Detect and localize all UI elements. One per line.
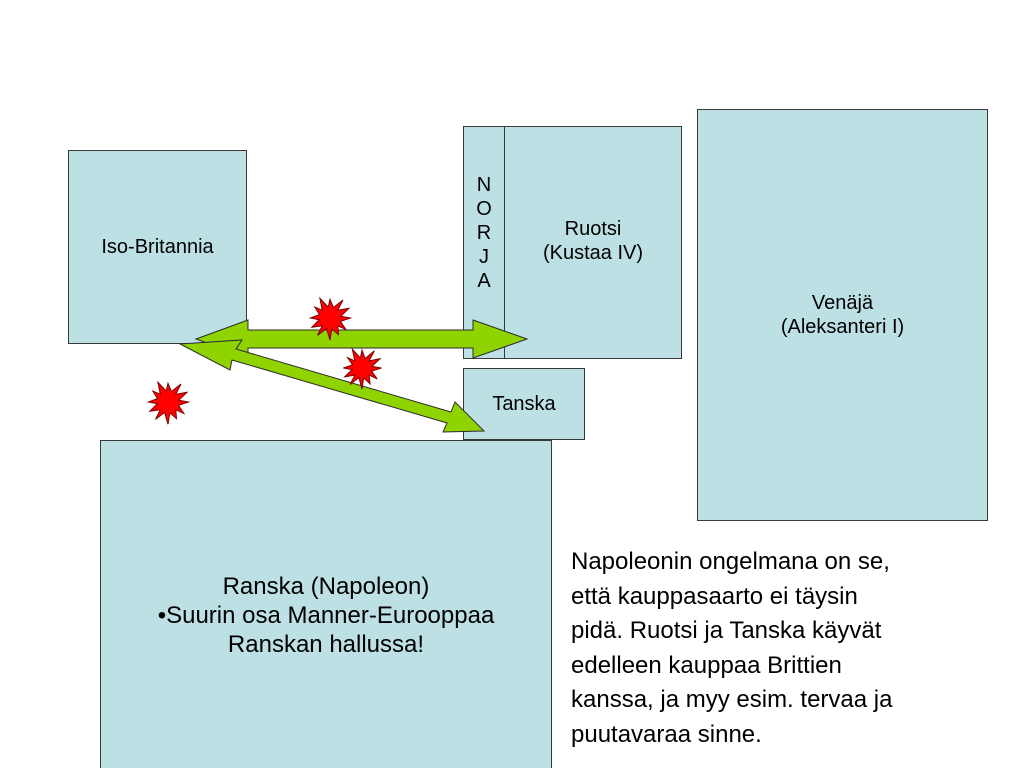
burst-icon (343, 347, 382, 390)
burst-shape (308, 296, 353, 341)
box-ruotsi: Ruotsi (Kustaa IV) (504, 126, 682, 359)
label-venaja: Venäjä (Aleksanteri I) (780, 292, 905, 338)
burst-shape (343, 347, 382, 390)
box-iso-britannia: Iso-Britannia (68, 150, 247, 344)
info-text: Napoleonin ongelmana on se, että kauppas… (571, 548, 893, 748)
burst-shape (146, 380, 191, 425)
norja-letter: N (476, 174, 492, 196)
norja-letter: O (476, 198, 492, 220)
burst-icon (146, 380, 191, 425)
box-tanska: Tanska (463, 368, 585, 440)
label-ranska: Ranska (Napoleon) •Suurin osa Manner-Eur… (157, 572, 495, 658)
trade-arrow-britain-denmark (178, 339, 486, 433)
label-tanska: Tanska (492, 393, 556, 415)
label-ruotsi: Ruotsi (Kustaa IV) (542, 218, 644, 264)
box-ranska: Ranska (Napoleon) •Suurin osa Manner-Eur… (100, 440, 552, 768)
label-iso-britannia: Iso-Britannia (101, 236, 214, 258)
label-norja: N O R J A (476, 173, 492, 293)
norja-letter: R (476, 222, 492, 244)
norja-letter: J (479, 246, 489, 268)
burst-icon (308, 296, 353, 341)
norja-letter: A (477, 270, 491, 292)
box-norja: N O R J A (463, 126, 505, 359)
box-venaja: Venäjä (Aleksanteri I) (697, 109, 988, 521)
